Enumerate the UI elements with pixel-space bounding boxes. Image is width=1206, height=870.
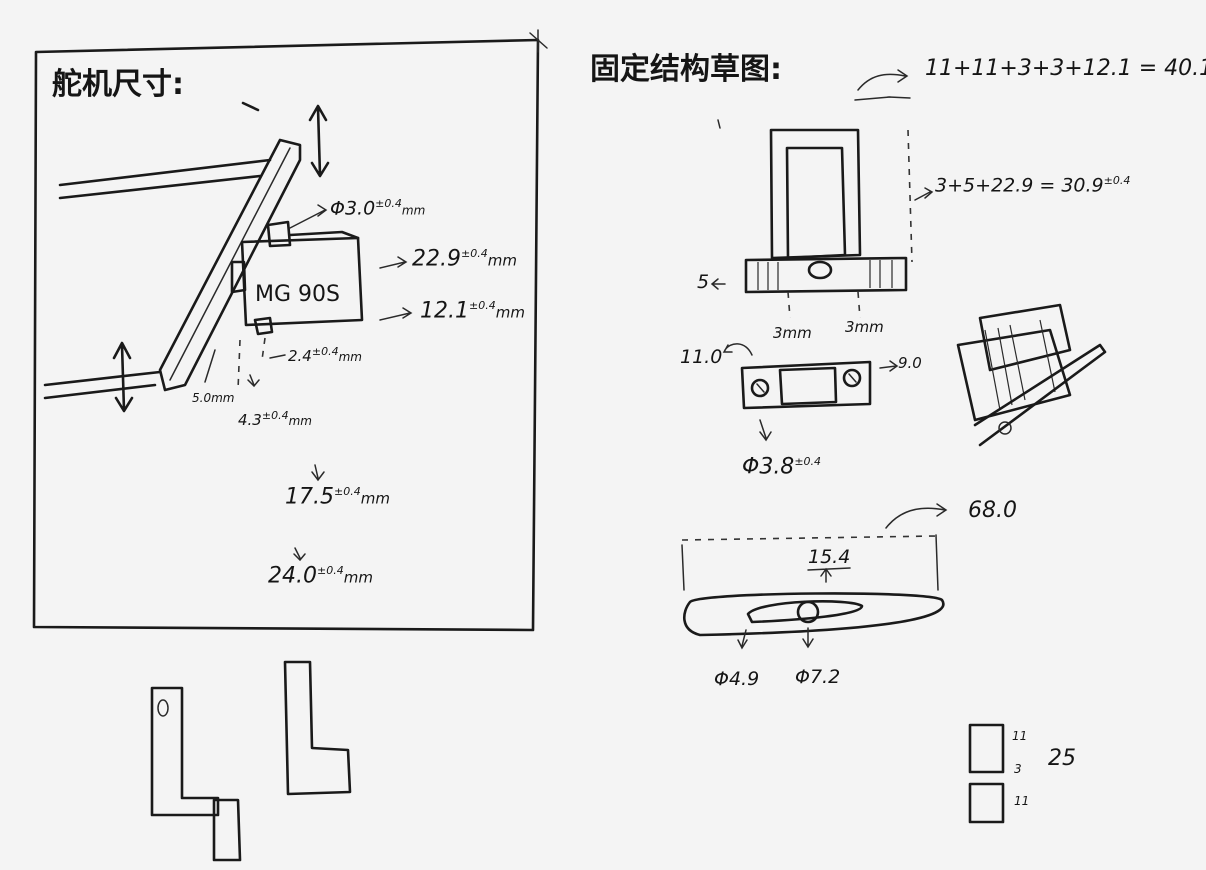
- servo-dimension-panel: [32, 29, 548, 632]
- clip-part: [722, 343, 899, 442]
- dim-clip-right: 9.0: [898, 354, 922, 372]
- bracket-panel-title: 固定结构草图:: [590, 52, 782, 87]
- dim-wall-right: 3mm: [845, 318, 884, 336]
- dim-clip-hole: Φ3.8±0.4: [742, 454, 822, 480]
- dim-tab-thickness: 2.4±0.4mm: [288, 345, 362, 365]
- dim-servo-width: 12.1±0.4mm: [420, 298, 525, 324]
- dim-clip-left: 11.0: [680, 346, 723, 368]
- servo-arm-part: [681, 503, 948, 650]
- dim-arm-hole-big: Φ7.2: [795, 666, 841, 688]
- stack-mid-value: 3: [1014, 762, 1022, 776]
- servo-model-label: MG 90S: [255, 282, 340, 307]
- bracket-front-view: [710, 69, 934, 319]
- dim-gap: 5.0mm: [192, 391, 235, 405]
- dim-wall-left: 3mm: [773, 324, 812, 342]
- dim-servo-height: 22.9±0.4mm: [412, 246, 517, 272]
- dim-arm-hole-small: Φ4.9: [714, 668, 760, 690]
- stack-bottom-value: 11: [1014, 794, 1030, 808]
- bracket-3d-sketch: [956, 303, 1107, 447]
- dim-total-length: 24.0±0.4mm: [268, 563, 373, 589]
- stack-total-value: 25: [1048, 746, 1076, 771]
- bottom-l-sketches: [150, 660, 352, 862]
- dim-body-length: 17.5±0.4mm: [285, 484, 390, 510]
- stack-top-value: 11: [1012, 729, 1028, 743]
- formula-height: 3+5+22.9 = 30.9±0.4: [935, 174, 1131, 197]
- dim-tab-length: 4.3±0.4mm: [238, 409, 312, 429]
- formula-width: 11+11+3+3+12.1 = 40.1: [925, 56, 1206, 81]
- dim-arm-slot: 15.4: [808, 546, 851, 568]
- dim-shaft-diameter: Φ3.0±0.4mm: [330, 197, 426, 220]
- servo-panel-title: 舵机尺寸:: [52, 67, 184, 102]
- stack-sketch: [968, 723, 1005, 824]
- dim-base-height: 5: [697, 271, 710, 293]
- dim-arm-length: 68.0: [968, 498, 1017, 523]
